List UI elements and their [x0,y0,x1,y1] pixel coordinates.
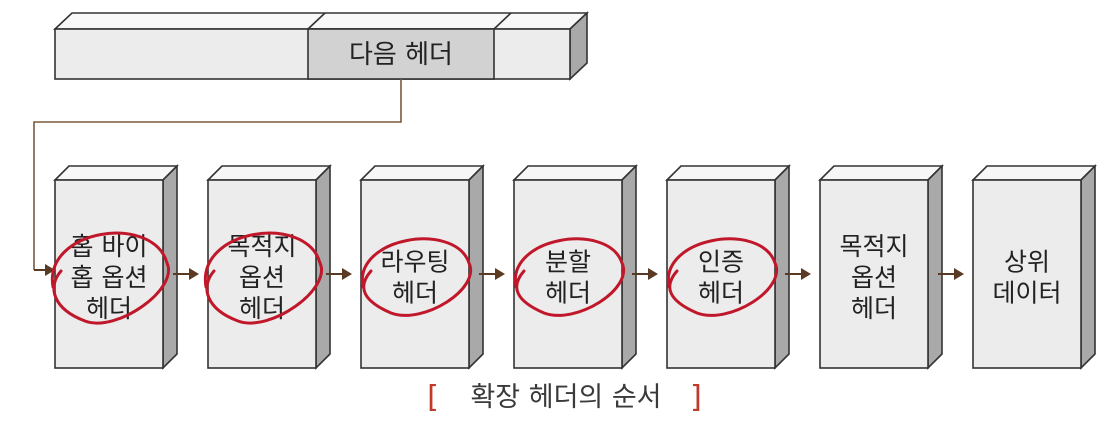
box-label-line: 옵션 [239,263,285,292]
annotation-circle [204,231,323,325]
box-front-face [972,179,1082,369]
caption-text: 확장 헤더의 순서 [470,382,661,413]
arrow-connector-to-box-1 [34,264,55,276]
caption-close-bracket: ] [690,380,702,415]
box-top-face [206,165,332,181]
box-label-line: 헤더 [239,294,285,323]
box-top-face [971,165,1097,181]
arrow-box-2-to-3 [326,268,352,280]
box-front-face [360,179,470,369]
box-label-line: 목적지 [227,232,296,261]
box-side-face [162,164,178,370]
box-top-face [818,165,944,181]
box-top-face [512,165,638,181]
box-label-line: 헤더 [86,294,132,323]
next-header-label: 다음 헤더 [349,40,453,70]
box-label-line: 홉 바이 [71,232,148,261]
box-label-line: 헤더 [851,294,897,323]
caption: [ 확장 헤더의 순서 ] [427,380,702,415]
box-label-line: 헤더 [545,279,591,308]
box-label-line: 데이터 [992,279,1061,308]
box-label-line: 헤더 [392,279,438,308]
annotation-circle [513,237,626,317]
box-label-line: 상위 [1004,248,1050,277]
annotation-circle [666,237,779,317]
next-header-connector [33,79,402,270]
box-label-line: 목적지 [839,232,908,261]
box-top-face [53,165,179,181]
box-label-line: 홉 옵션 [71,263,148,292]
arrow-box-6-to-7 [938,268,964,280]
arrow-box-3-to-4 [479,268,505,280]
box-front-face [819,179,929,369]
arrow-box-4-to-5 [632,268,658,280]
box-side-face [927,164,943,370]
box-front-face [666,179,776,369]
box-label-line: 인증 [698,248,744,277]
header-chain: 홉 바이홉 옵션헤더목적지옵션헤더라우팅헤더분할헤더인증헤더목적지옵션헤더상위데… [34,164,1097,370]
annotation-circle [51,231,170,325]
next-header-bar: 다음 헤더 [52,11,590,81]
box-top-face [665,165,791,181]
box-label-line: 분할 [545,248,591,277]
arrow-box-1-to-2 [173,268,199,280]
box-label-line: 라우팅 [380,248,449,277]
box-top-face [359,165,485,181]
box-front-face [513,179,623,369]
box-label-line: 옵션 [851,263,897,292]
caption-open-bracket: [ [427,380,439,415]
annotation-circle [360,237,473,317]
box-side-face [315,164,331,370]
box-front-face [207,179,317,369]
box-front-face [54,179,164,369]
arrow-box-5-to-6 [785,268,811,280]
box-side-face [1080,164,1096,370]
box-label-line: 헤더 [698,279,744,308]
